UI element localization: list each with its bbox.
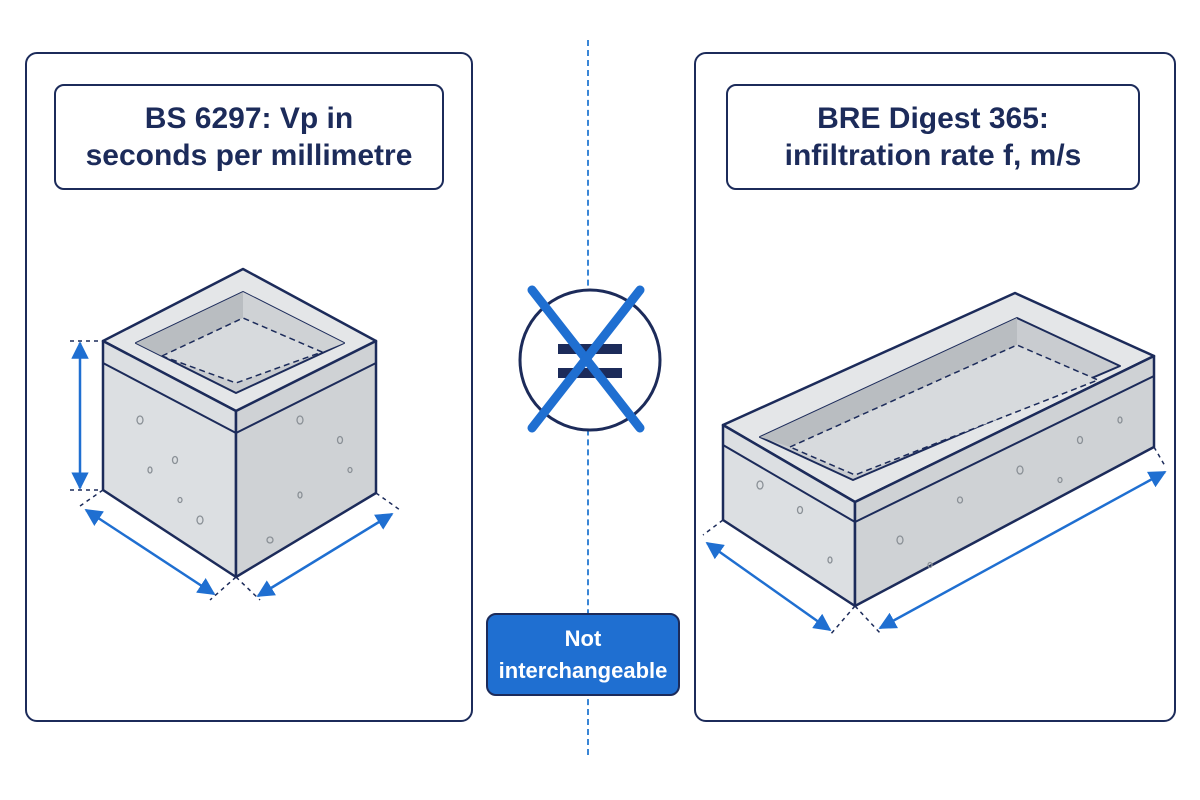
bs6297-title-box: BS 6297: Vp in seconds per millimetre [54, 84, 444, 190]
bs6297-title-line2: seconds per millimetre [85, 139, 413, 172]
bre365-title-box: BRE Digest 365: infiltration rate f, m/s [726, 84, 1140, 190]
trench-test-pit-icon [721, 291, 1156, 608]
trench-dimension-arrows [702, 446, 1167, 636]
not-equal-icon [510, 280, 670, 440]
square-test-pit-icon [101, 267, 378, 579]
badge-line2: interchangeable [498, 657, 668, 683]
bs6297-title-line1: BS 6297: Vp in [144, 101, 354, 135]
bre365-title-line2: infiltration rate f, m/s [784, 139, 1082, 172]
badge-line1: Not [564, 625, 602, 651]
square-pit-dimension-arrows [70, 340, 401, 601]
bre365-title-line1: BRE Digest 365: [817, 101, 1049, 135]
not-interchangeable-badge: Not interchangeable [486, 613, 680, 696]
